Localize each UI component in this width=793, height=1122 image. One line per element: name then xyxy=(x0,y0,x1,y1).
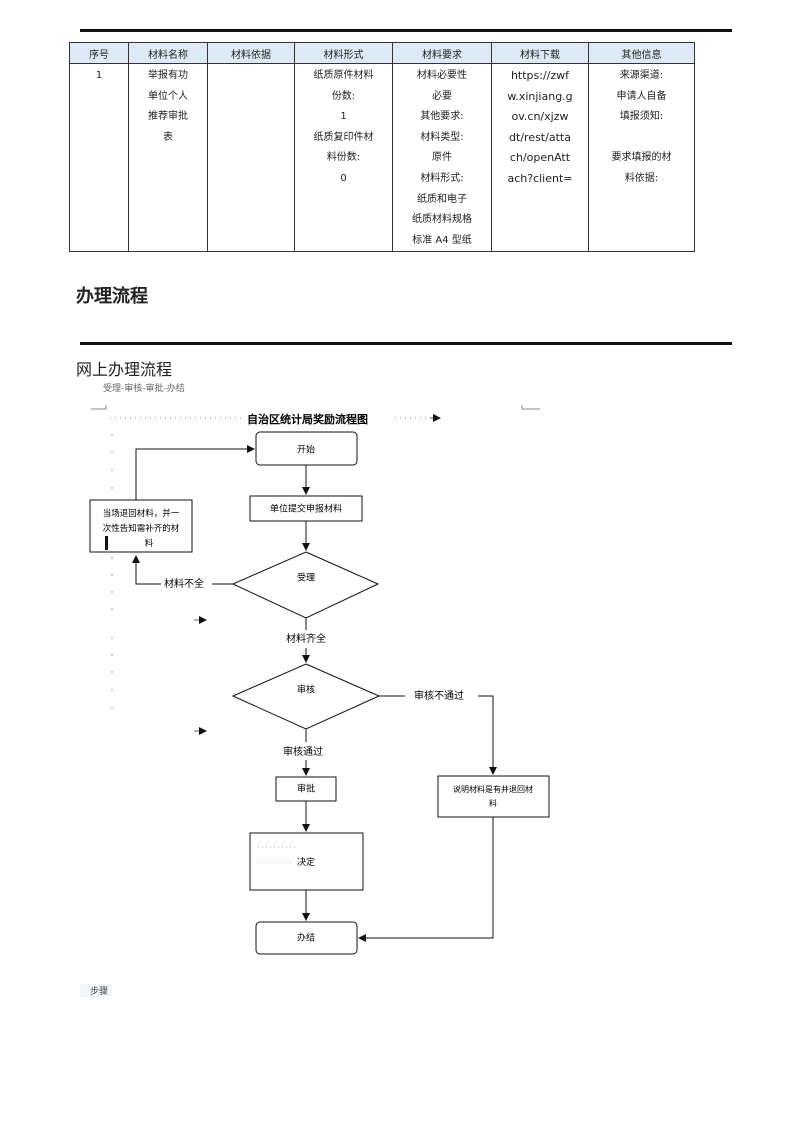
cell-line: 推荐审批 xyxy=(148,111,188,123)
cell-line: 材料必要性 xyxy=(417,70,467,81)
cell-line: 标准 A4 型纸 xyxy=(412,234,472,246)
label-fail: 审核不通过 xyxy=(414,689,464,702)
node-review-label: 审核 xyxy=(297,684,315,696)
cell-line: 举报有功 xyxy=(148,70,188,81)
node-submit-label: 单位提交申报材料 xyxy=(270,503,342,515)
node-accept xyxy=(231,551,380,619)
node-return-line2: 次性告知需补齐的材 xyxy=(103,523,180,534)
label-complete: 材料齐全 xyxy=(286,632,326,645)
node-submit xyxy=(249,495,363,522)
node-accept-label: 受理 xyxy=(297,572,315,584)
sub-title: 网上办理流程 xyxy=(76,360,173,379)
steps-summary: 受理-审核-审批-办结 xyxy=(103,384,185,394)
node-finish xyxy=(255,921,358,955)
cell-line: 原件 xyxy=(432,152,452,164)
node-approve xyxy=(275,776,337,802)
cell-line: 纸质材料规格 xyxy=(412,214,472,226)
cell-line: 单位个人 xyxy=(148,90,188,102)
flowchart-title: 自治区统计局奖励流程图 xyxy=(247,412,368,426)
label-pass: 审核通过 xyxy=(283,745,323,758)
cell-line: w.xinjiang.g xyxy=(507,89,573,103)
section-title: 办理流程 xyxy=(76,286,148,307)
node-return-line1: 当场退回材料，并一 xyxy=(103,508,180,519)
cell-line: 填报须知: xyxy=(619,111,664,123)
cell-line: 要求填报的材 xyxy=(611,152,672,164)
cell-line: 纸质和电子 xyxy=(417,193,467,205)
top-rule xyxy=(80,29,732,32)
header-download: 材料下载 xyxy=(491,42,589,64)
cell-download[interactable]: https://zwf w.xinjiang.g ov.cn/xjzw dt/rest… xyxy=(491,62,589,253)
page-guides xyxy=(91,405,540,422)
cell-line: ov.cn/xjzw xyxy=(511,110,569,124)
node-explain-line2: 料 xyxy=(489,798,497,808)
header-other: 其他信息 xyxy=(588,42,695,64)
node-review xyxy=(231,663,381,730)
cell-line: 材料类型: xyxy=(420,131,464,143)
cell-other: 来源渠道: 申请人自备填报须知: 要求填报的材料依据: xyxy=(588,62,695,253)
node-decide-label: 决定 xyxy=(297,856,315,868)
cell-line: 材料形式: xyxy=(420,172,464,184)
cell-line: 0 xyxy=(340,172,347,184)
header-name: 材料名称 xyxy=(128,42,208,64)
cell-line: ch/openAtt xyxy=(509,151,571,165)
cell-line: 必要 xyxy=(432,90,452,102)
cell-line: 份数: xyxy=(331,90,356,102)
section-rule xyxy=(80,342,732,345)
cell-line: 表 xyxy=(163,131,173,143)
node-finish-label: 办结 xyxy=(297,932,315,944)
cell-line: 其他要求: xyxy=(420,111,464,123)
cell-line: dt/rest/atta xyxy=(509,130,571,144)
node-approve-label: 审批 xyxy=(297,783,315,795)
step-label: 步骤 xyxy=(80,984,113,997)
cell-line: 申请人自备 xyxy=(616,90,667,102)
left-margin-marks xyxy=(111,434,113,709)
cell-name: 举报有功单位个人推荐审批表 xyxy=(128,62,208,253)
node-explain-line1: 说明材料是有并退回材 xyxy=(453,784,533,794)
cell-line: https://zwf xyxy=(510,69,570,82)
cell-line: 1 xyxy=(340,111,347,123)
cell-line: 料依据: xyxy=(624,172,659,184)
cell-line: 来源渠道: xyxy=(619,70,664,81)
node-start-label: 开始 xyxy=(297,444,315,456)
cell-line: 纸质复印件材 xyxy=(313,131,374,143)
node-return-line3: 料 xyxy=(145,538,154,549)
cell-line: ach?client= xyxy=(507,171,573,185)
text-cursor xyxy=(105,536,108,550)
cell-basis xyxy=(207,62,295,253)
cell-index: 1 xyxy=(69,62,129,253)
table-row: 1 举报有功单位个人推荐审批表 纸质原件材料份数: 1 纸质复印件材料份数: 0 材料… xyxy=(69,62,695,253)
cell-requirements: 材料必要性必要其他要求: 材料类型: 原件材料形式: 纸质和电子纸质材料规格标准 A4… xyxy=(392,62,492,253)
cell-line: 料份数: xyxy=(326,152,361,164)
node-decide xyxy=(249,832,364,891)
header-index: 序号 xyxy=(69,42,129,64)
cell-line: 纸质原件材料 xyxy=(313,70,374,81)
node-explain xyxy=(437,775,550,818)
label-incomplete: 材料不全 xyxy=(164,577,204,590)
materials-table: 序号 材料名称 材料依据 材料形式 材料要求 材料下载 其他信息 1 举报有功单… xyxy=(69,42,695,253)
